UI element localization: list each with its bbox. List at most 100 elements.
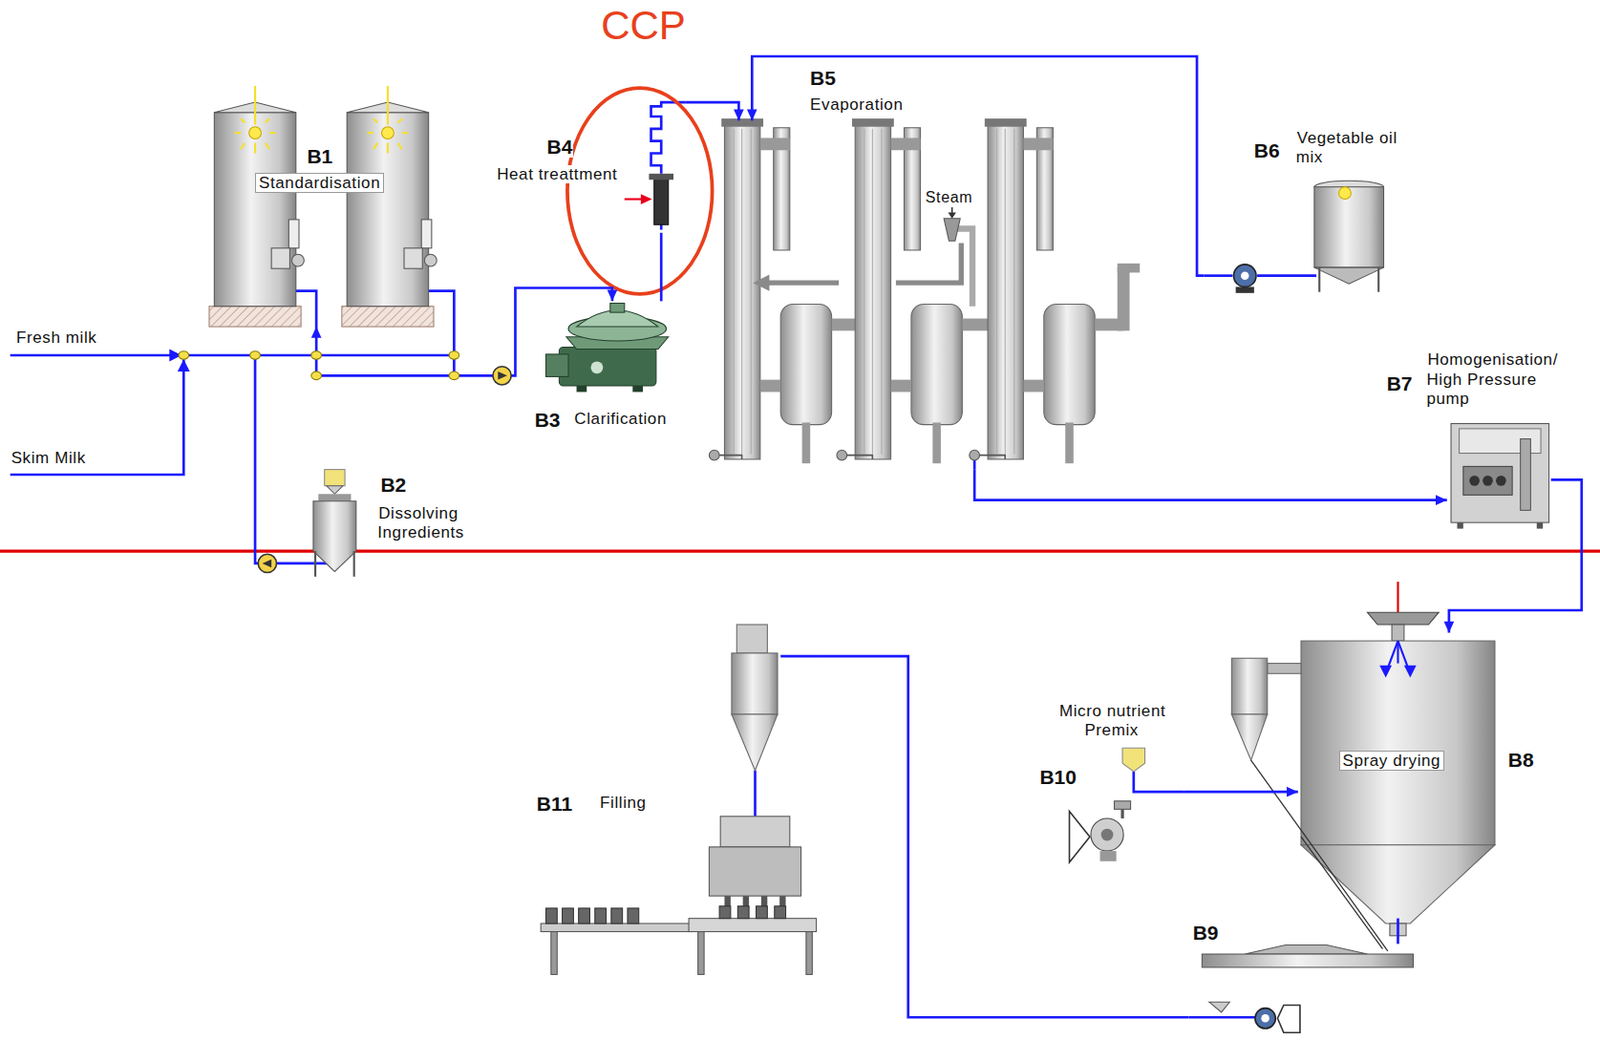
tank-drawing: [402, 131, 408, 134]
homogeniser-drawing: [1450, 424, 1550, 530]
spray-dryer-drawing: [1404, 665, 1417, 679]
text-holder: B5: [809, 65, 837, 90]
tank-drawing: [346, 112, 428, 307]
arrowhead: [1286, 787, 1299, 798]
equipment-unit: B10 Micro nutrient Premix: [1035, 702, 1184, 868]
separator-line: [0, 549, 1600, 553]
evaporator-drawing: [852, 118, 895, 128]
pipe-line: [821, 656, 1190, 1018]
pump-symbol: [1234, 264, 1258, 288]
filling-drawing: [698, 932, 704, 976]
spray-dryer-drawing: [1366, 612, 1439, 625]
tank-drawing: [292, 254, 305, 267]
heater-drawing: [640, 193, 653, 205]
tank-drawing: [269, 131, 276, 134]
pipe-line: [1183, 790, 1299, 794]
arrowhead: [311, 326, 322, 339]
milk-manifold: [10, 102, 1317, 1018]
tank-drawing: [234, 118, 277, 153]
flow-line: [453, 287, 618, 376]
evaporator-drawing: [987, 125, 1024, 460]
milk-manifold: [973, 460, 977, 470]
callout-number: B3: [533, 408, 562, 431]
input-label: Skim Milk: [10, 448, 87, 468]
evaporator-drawing: [721, 118, 764, 128]
valve-dot: [448, 371, 460, 381]
text-holder: Spray drying: [1339, 751, 1446, 771]
evaporator-drawing: [832, 319, 856, 332]
filling-drawing: [806, 932, 812, 976]
spray-dryer-drawing: [1391, 624, 1405, 641]
evaporator-drawing: [767, 279, 839, 285]
pump-symbol: [1260, 1014, 1270, 1024]
heater-drawing: [654, 175, 669, 225]
evaporator-drawing: [854, 125, 891, 460]
evaporator-drawing: [891, 380, 912, 393]
evaporator-drawing: [741, 128, 743, 455]
oil-tank-drawing: [1377, 267, 1380, 293]
milk-manifold: [753, 770, 757, 817]
pipe-line: [255, 326, 317, 564]
dissolving-vessel: [318, 493, 351, 501]
valve-dot: [250, 351, 261, 361]
unit-name: Vegetable oil mix: [1296, 128, 1398, 167]
heater-drawing: [648, 173, 674, 180]
valve-dot: [178, 351, 460, 381]
tank-drawing: [234, 131, 241, 134]
text-holder: B6: [1253, 138, 1281, 163]
pump-symbol: [1236, 286, 1255, 293]
evaporator-drawing: [872, 128, 874, 455]
pump-symbol: [262, 559, 273, 569]
tank-drawing: [209, 306, 301, 327]
pump-symbol: [492, 366, 512, 385]
spray-dryer-drawing: [1396, 581, 1399, 613]
flow-line: [685, 102, 745, 121]
text-holder: B10: [1038, 765, 1078, 790]
tank-drawing: [240, 143, 245, 150]
filling-drawing: [708, 847, 801, 896]
filling-drawing: [731, 714, 778, 771]
homogeniser-drawing: [1463, 466, 1513, 495]
filling-drawing: [540, 923, 692, 933]
premix-doser-drawing: [1101, 829, 1114, 842]
milk-manifold: [1188, 1016, 1258, 1020]
tank-drawing: [386, 143, 389, 154]
flow-line: [255, 326, 321, 564]
spray-dryer-drawing: [1396, 640, 1399, 664]
spray-dryer-drawing: [1267, 663, 1302, 675]
tank-drawing: [421, 219, 432, 249]
valve-dot: [311, 351, 322, 361]
evaporator-drawing: [1117, 263, 1141, 274]
tank-drawing: [254, 143, 256, 154]
pipe-line: [685, 102, 740, 121]
pump-symbol: [1277, 1004, 1301, 1033]
equipment-unit: B6 Vegetable oil mix: [1204, 128, 1419, 297]
text-holder: Micro nutrient Premix: [1048, 702, 1175, 742]
filling-drawing: [611, 908, 623, 924]
arrowhead: [746, 109, 758, 122]
tank-drawing: [254, 85, 256, 126]
filling-drawing: [578, 908, 591, 924]
text-holder: B8: [1507, 747, 1536, 772]
flow-line: [1183, 787, 1299, 798]
callout-number: B1: [305, 145, 334, 168]
fluid-bed-drawing: [1201, 954, 1413, 968]
evaporator-drawing: [802, 422, 811, 464]
callout-number: B11: [535, 792, 574, 815]
pipe-line: [660, 233, 663, 302]
milk-manifold: [316, 355, 454, 376]
evaporator-drawing: [1013, 128, 1015, 455]
filling-drawing: [546, 906, 787, 924]
callout-number: B2: [379, 473, 407, 496]
input-label: Fresh milk: [15, 328, 98, 347]
callout-number: B9: [1192, 921, 1220, 944]
callout-number: B8: [1507, 748, 1536, 771]
filling-drawing: [546, 908, 558, 924]
heater-drawing: [624, 173, 674, 225]
oil-tank-drawing: [1318, 267, 1321, 293]
tank-drawing: [398, 118, 403, 123]
equipment-unit: B1Standardisation: [204, 96, 475, 326]
unit-name: Evaporation: [809, 95, 904, 114]
filling-drawing: [737, 906, 749, 919]
